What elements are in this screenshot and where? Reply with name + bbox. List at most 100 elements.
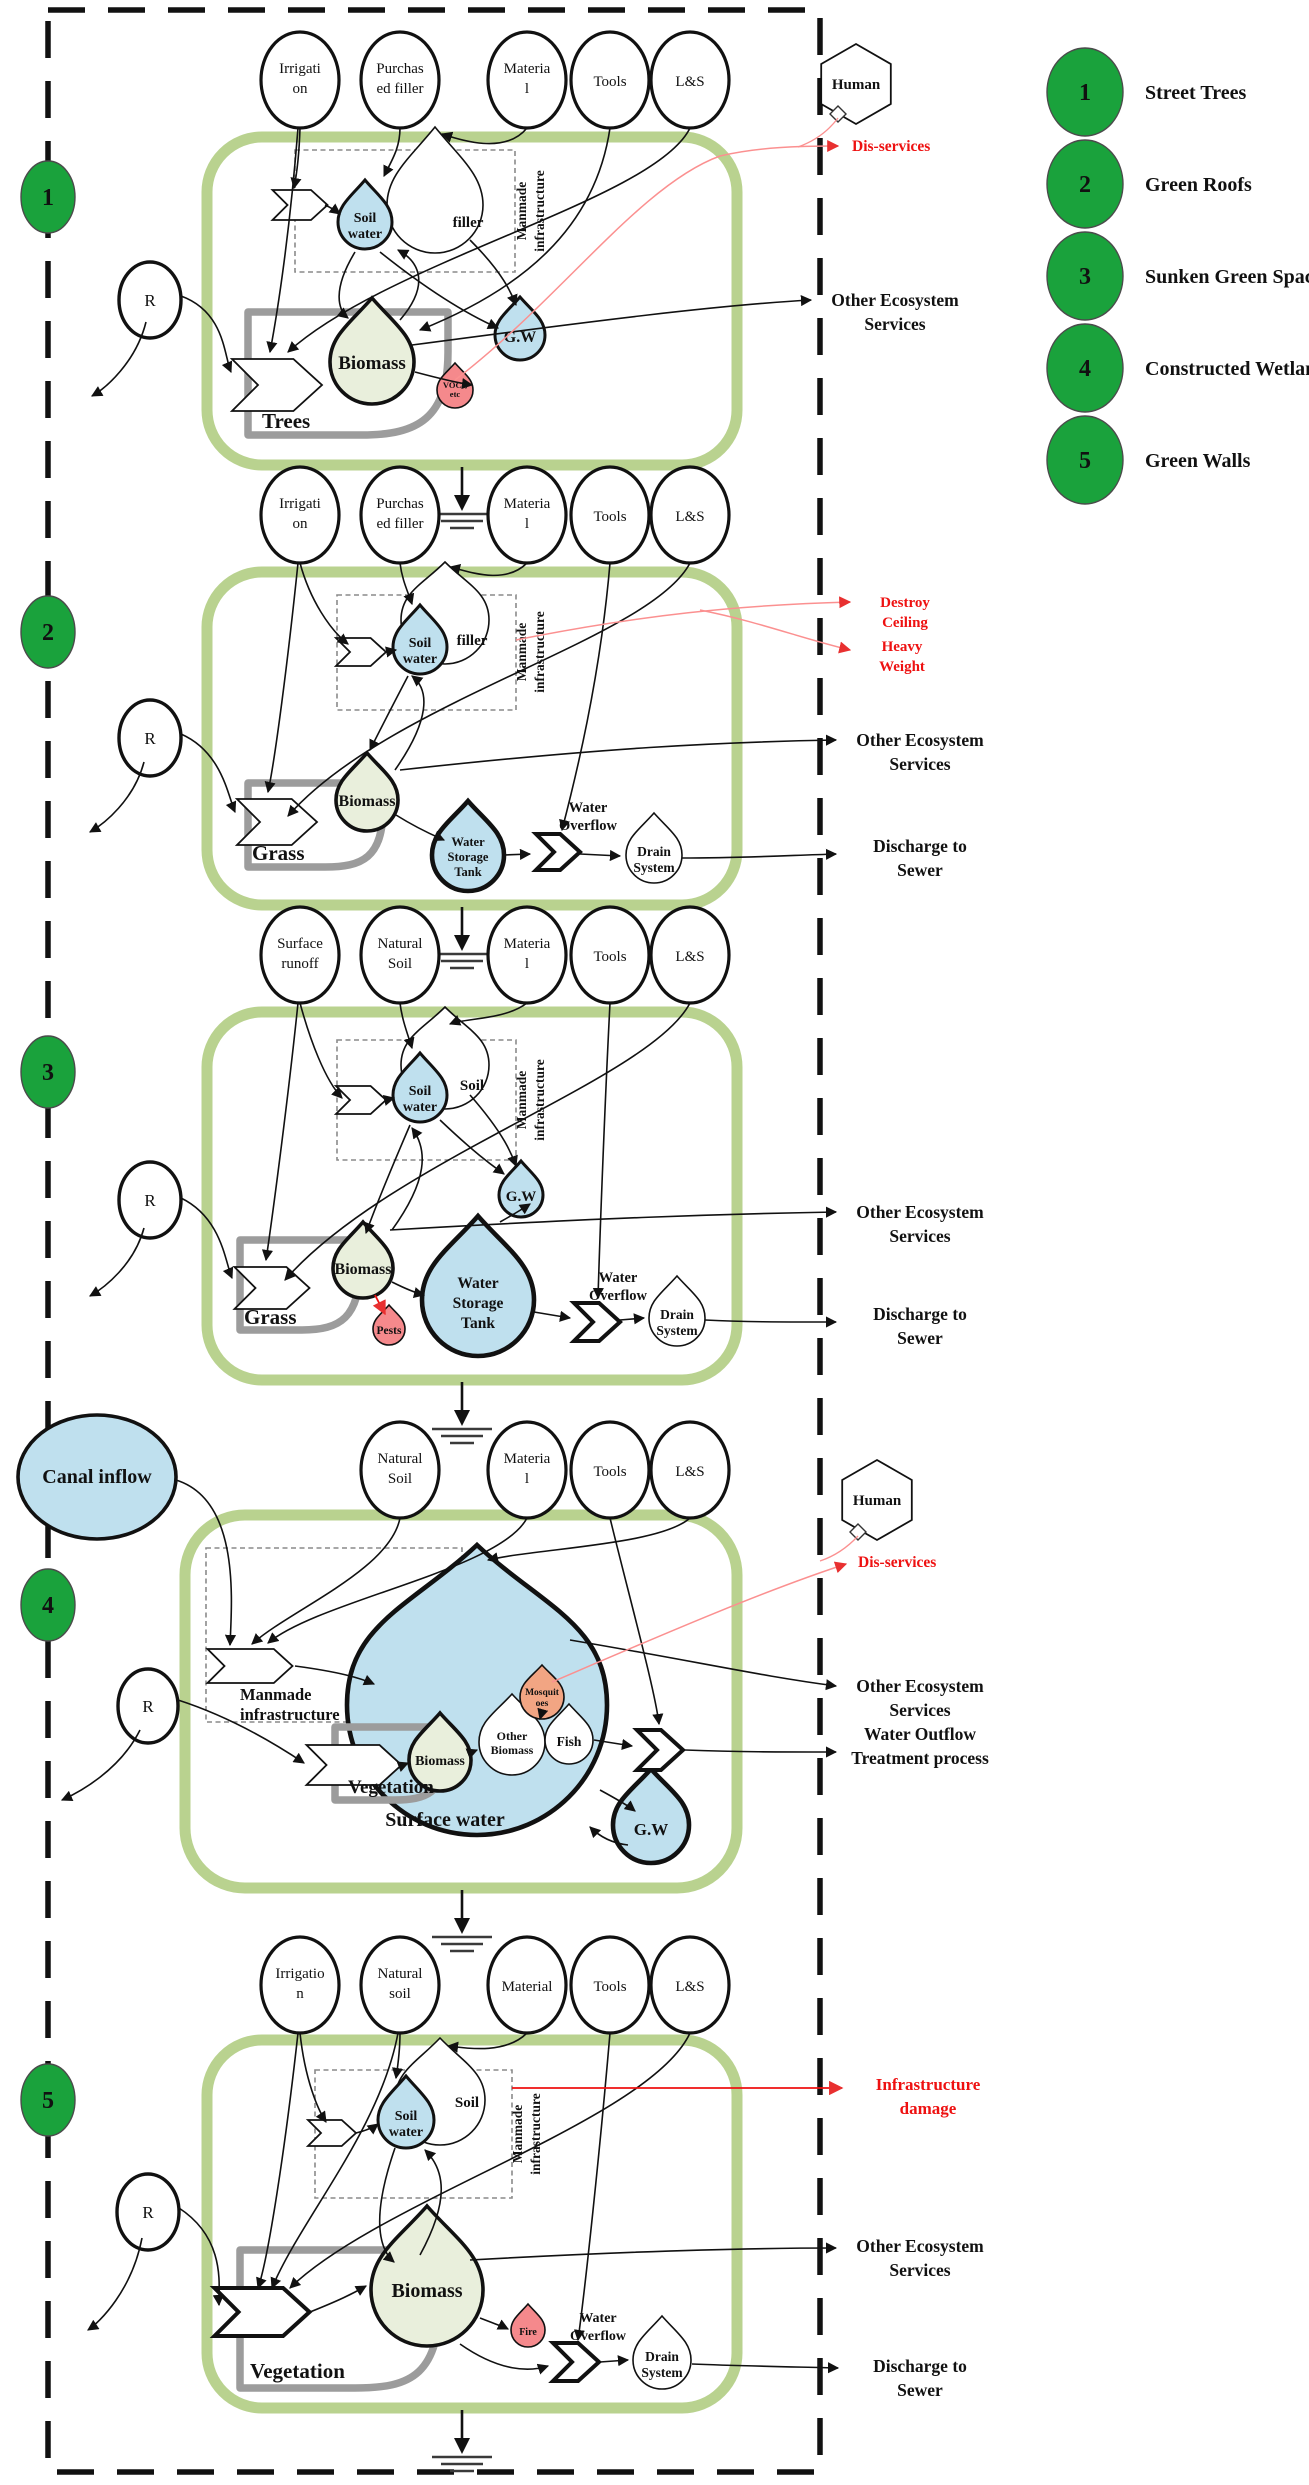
number-5: 5 [42,2088,54,2114]
storage-label: oes [536,1699,549,1709]
interaction-symbol [209,2286,313,2338]
flow-line [289,2032,691,2289]
groundwater-storage-4 [610,1765,692,1866]
hexagon-port-diamond [829,105,847,123]
source-label: Purchas [376,61,424,77]
manmade-label: infrastructure [532,1059,547,1140]
trees-group-box [244,308,452,439]
source-r-4 [116,1667,180,1745]
storage-label: Biomass [338,353,406,374]
oes-label: Services [889,2260,950,2280]
section-4-constructed-wetland: 4 Canal inflow Natural Soil Materia l To… [16,1413,989,1894]
source-label: L&S [675,74,704,90]
ground-arrowhead [454,1410,470,1426]
source-label: Tools [593,1464,626,1480]
flow-line [391,2032,404,2080]
green-boundary-3 [201,1006,743,1386]
biomass-storage-5 [369,2203,485,2348]
storage-label: Fire [519,2327,537,2338]
groundwater-storage-3 [497,1158,545,1219]
source-label: L&S [675,509,704,525]
source-label: soil [389,1986,411,2002]
flow-line [355,2123,379,2135]
storage-label: G.W [504,329,536,346]
flow-line [448,562,528,577]
flow-line [180,733,237,814]
warning-label: Heavy [882,639,923,655]
flow-line [414,371,474,390]
number-1: 1 [42,185,54,211]
interaction-symbol [333,1085,388,1115]
flow-line [439,1119,505,1175]
flow-line [177,1699,305,1764]
flow-line [469,1094,518,1168]
flow-line [537,1707,549,1721]
source-label: Irrigati [279,61,321,77]
number-3: 3 [42,1060,54,1086]
flow-line [411,294,813,346]
flow-line [592,1002,611,1300]
flow-line [378,2147,396,2263]
source-irrigation-2 [259,465,341,565]
storage-label: Water [451,835,485,849]
oes-label: Other Ecosystem [856,1202,984,1222]
flow-line [486,1517,691,1564]
source-label: Soil [388,956,412,972]
section-5-green-walls: 5 Irrigatio n Natural soil Material Tool… [20,1935,984,2414]
flow-line [691,2362,840,2374]
storage-label: Other [497,1729,528,1743]
flow-line [299,1002,343,1099]
interaction-symbol [305,2119,358,2147]
ground-arrowhead [454,2438,470,2454]
source-natural-soil-4 [359,1420,441,1520]
soil-water-storage-3 [391,1050,449,1124]
source-material-1 [486,30,568,130]
flow-line [175,1479,237,1647]
source-label: R [144,291,156,310]
flow-line [396,1761,410,1772]
storage-label: Soil [395,2109,418,2124]
source-label: n [296,1986,304,2002]
outflow-label: Water Outflow [864,1724,976,1744]
flow-line [459,2343,550,2375]
storage-label: Biomass [339,793,396,810]
flow-line [284,1002,691,1281]
flow-line [270,2032,399,2290]
legend-label-5: Green Walls [1145,450,1251,472]
flow-line [599,2355,630,2367]
flow-line [91,321,147,397]
ground-arrowhead [454,495,470,511]
source-label: Materia [504,1451,551,1467]
storage-label: Soil [409,636,432,651]
storage-label: Soil [460,1078,484,1094]
flow-line [364,1124,411,1235]
storage-label: Storage [453,1295,504,1312]
storage-label: Fish [557,1734,582,1749]
source-r-2 [117,698,183,778]
source-r-1 [117,260,183,340]
flow-line [395,814,446,842]
section-3-sunken-green-spaces: 3 Surface runoff Natural Soil Materia l … [20,905,984,1386]
drain-system-3 [648,1274,706,1347]
biomass-storage-1 [328,295,416,406]
flow-line [609,1517,664,1726]
flow-line [499,1203,531,1223]
legend: 1 Street Trees 2 Green Roofs 3 Sunken Gr… [1046,47,1309,505]
fire-storage [510,2302,546,2348]
flow-line [389,1206,838,1231]
storage-label: Drain [660,1307,694,1322]
storage-label: G.W [634,1820,668,1839]
discharge-label: Discharge to [873,1304,967,1324]
source-label: l [525,1471,529,1487]
flow-line [266,127,299,354]
legend-circle-3 [1046,231,1124,321]
storage-label: Biomass [391,2280,462,2302]
manmade-label: Manmade [514,623,529,682]
source-natural-soil-5 [359,1935,441,2035]
legend-circle-4 [1046,323,1124,413]
legend-num-5: 5 [1079,448,1091,474]
storage-label: Tank [461,1315,495,1332]
flow-line [479,2317,510,2330]
source-label: R [142,2203,154,2222]
